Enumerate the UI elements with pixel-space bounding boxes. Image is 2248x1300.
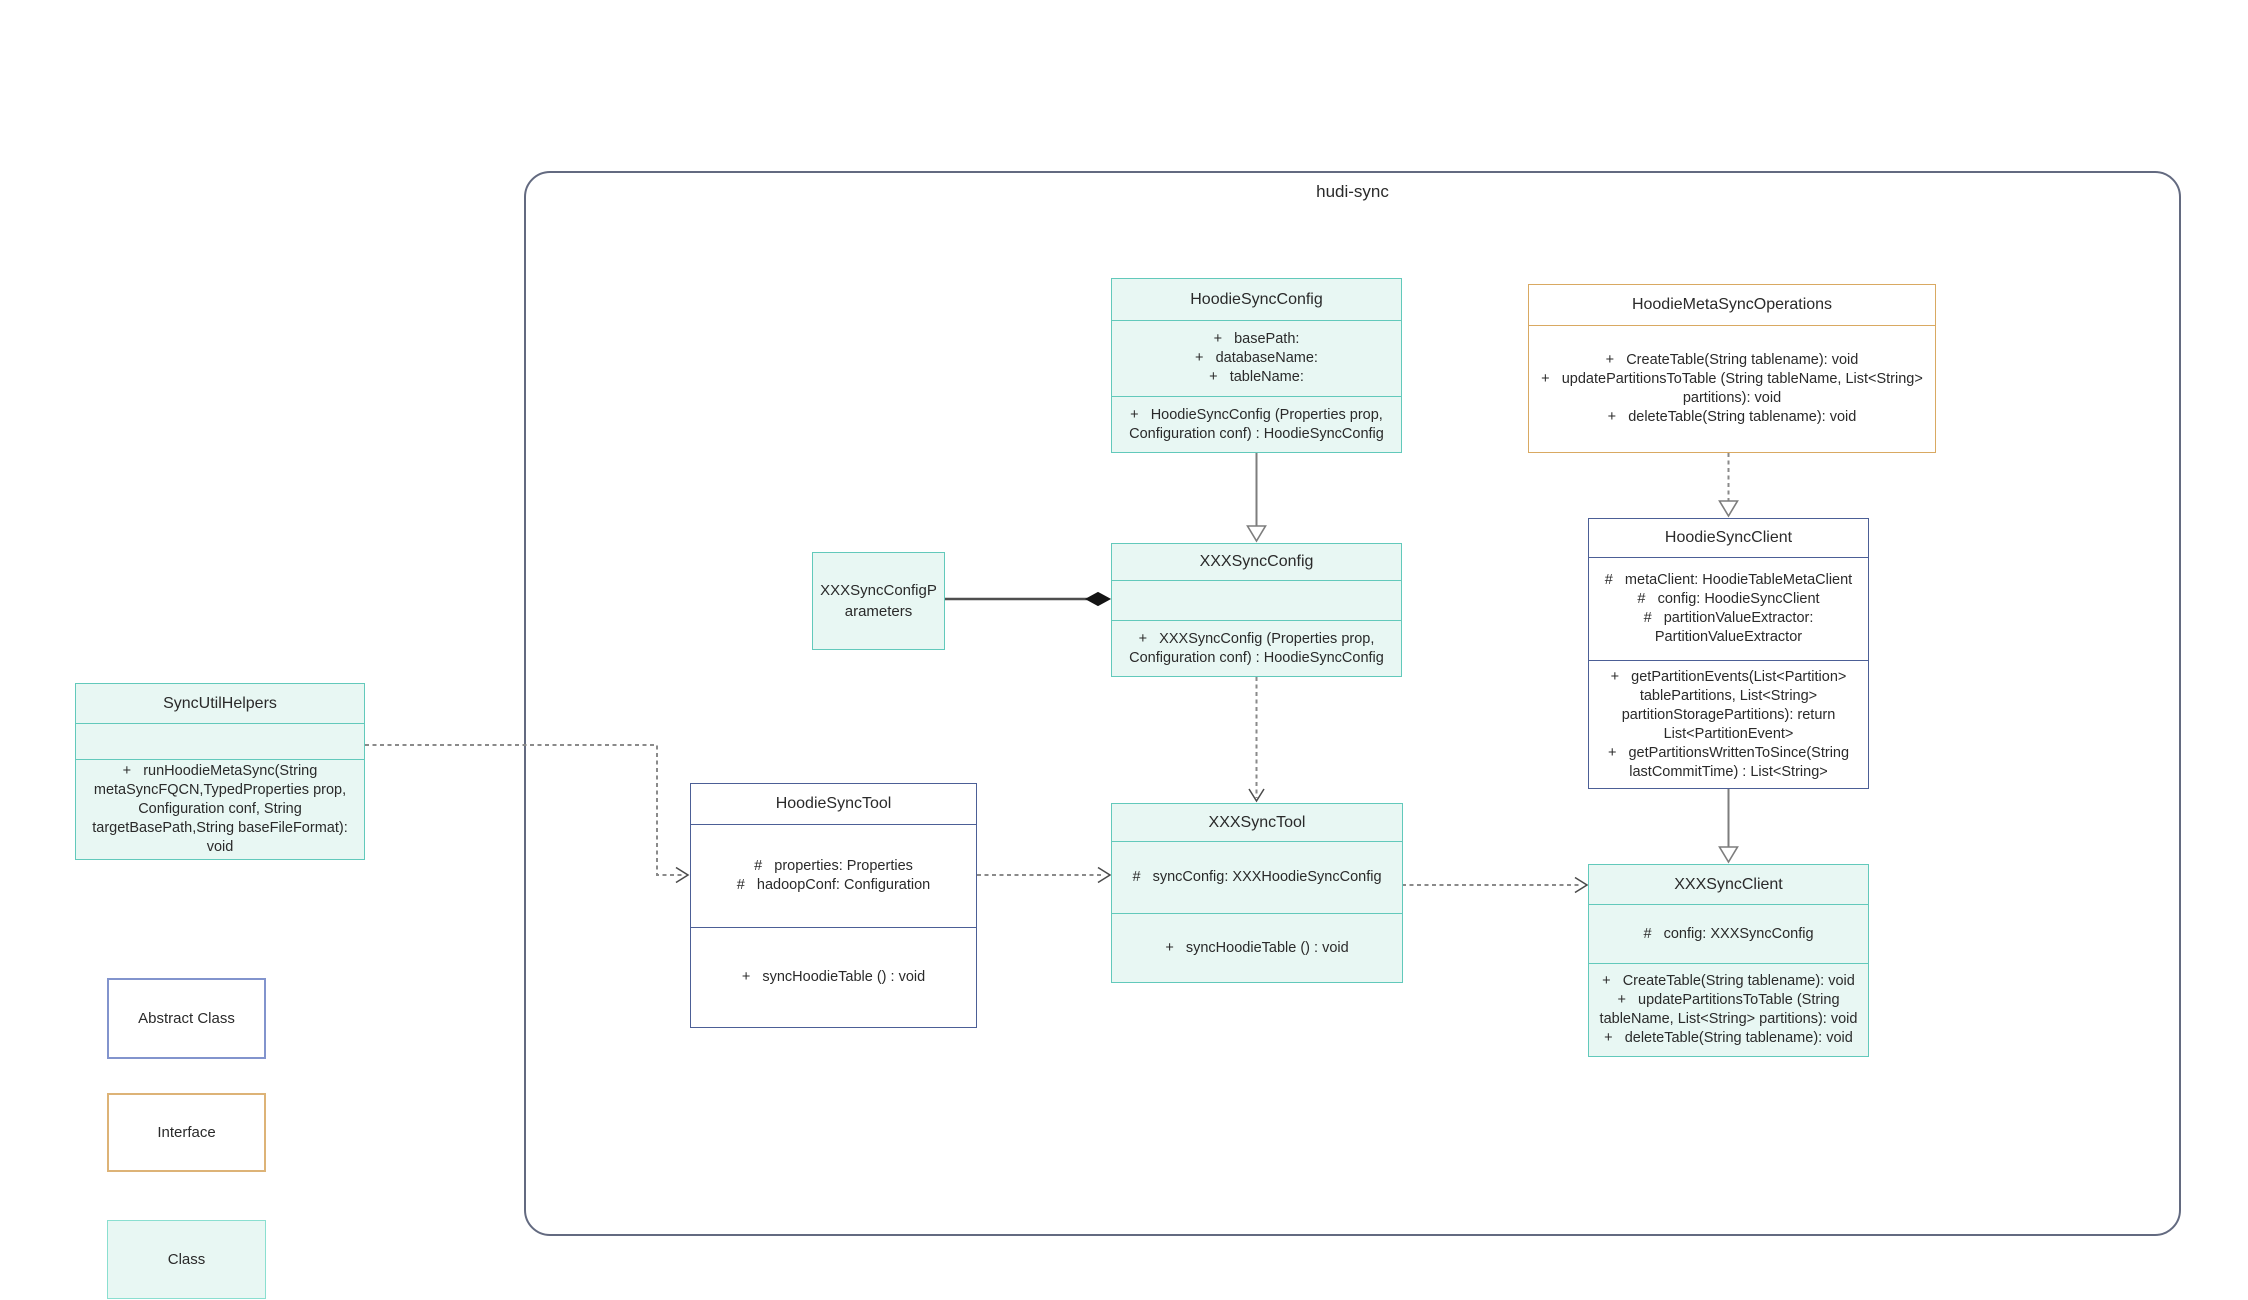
abstract-class-box-hoodie-sync-client: HoodieSyncClient # metaClient: HoodieTab… xyxy=(1588,518,1869,789)
class-methods: + syncHoodieTable () : void xyxy=(691,927,976,1027)
class-box-hoodie-sync-config: HoodieSyncConfig + basePath:+ databaseNa… xyxy=(1111,278,1402,453)
class-title: XXXSyncTool xyxy=(1208,813,1306,831)
class-fields: # properties: Properties# hadoopConf: Co… xyxy=(691,824,976,927)
class-fields: + basePath:+ databaseName:+ tableName: xyxy=(1112,320,1401,396)
class-box-xxx-sync-config-parameters: XXXSyncConfigParameters xyxy=(812,552,945,650)
class-methods: + getPartitionEvents(List<Partition> tab… xyxy=(1589,660,1868,788)
class-title: HoodieSyncConfig xyxy=(1190,290,1323,308)
interface-box-hoodie-meta-sync-operations: HoodieMetaSyncOperations + CreateTable(S… xyxy=(1528,284,1936,453)
class-fields xyxy=(1112,580,1401,620)
class-methods: + syncHoodieTable () : void xyxy=(1112,913,1402,982)
class-title: XXXSyncConfig xyxy=(1199,553,1314,570)
class-box-xxx-sync-tool: XXXSyncTool # syncConfig: XXXHoodieSyncC… xyxy=(1111,803,1403,983)
legend-abstract-class: Abstract Class xyxy=(107,978,266,1059)
class-methods: + XXXSyncConfig (Properties prop, Config… xyxy=(1112,620,1401,676)
class-title: HoodieSyncClient xyxy=(1664,529,1793,546)
class-title: XXXSyncConfigParameters xyxy=(820,582,937,620)
class-methods: + HoodieSyncConfig (Properties prop, Con… xyxy=(1112,396,1401,452)
class-methods: + CreateTable(String tablename): void+ u… xyxy=(1589,963,1868,1056)
class-title: SyncUtilHelpers xyxy=(163,694,277,712)
class-box-xxx-sync-client: XXXSyncClient # config: XXXSyncConfig + … xyxy=(1588,864,1869,1057)
class-box-sync-util-helpers: SyncUtilHelpers + runHoodieMetaSync(Stri… xyxy=(75,683,365,860)
interface-methods: + CreateTable(String tablename): void+ u… xyxy=(1529,325,1935,452)
package-label: hudi-sync xyxy=(1316,182,1389,201)
class-fields: # syncConfig: XXXHoodieSyncConfig xyxy=(1112,841,1402,913)
class-box-xxx-sync-config: XXXSyncConfig + XXXSyncConfig (Propertie… xyxy=(1111,543,1402,677)
interface-title: HoodieMetaSyncOperations xyxy=(1631,296,1833,313)
class-methods: + runHoodieMetaSync(String metaSyncFQCN,… xyxy=(76,759,364,859)
class-fields: # config: XXXSyncConfig xyxy=(1589,904,1868,963)
abstract-class-box-hoodie-sync-tool: HoodieSyncTool # properties: Properties#… xyxy=(690,783,977,1028)
class-title: HoodieSyncTool xyxy=(775,795,892,812)
legend-interface: Interface xyxy=(107,1093,266,1172)
class-fields xyxy=(76,723,364,759)
package-frame-hudi-sync: hudi-sync xyxy=(524,171,2181,1236)
class-fields: # metaClient: HoodieTableMetaClient# con… xyxy=(1589,557,1868,660)
class-title: XXXSyncClient xyxy=(1674,875,1783,893)
legend-class: Class xyxy=(107,1220,266,1299)
